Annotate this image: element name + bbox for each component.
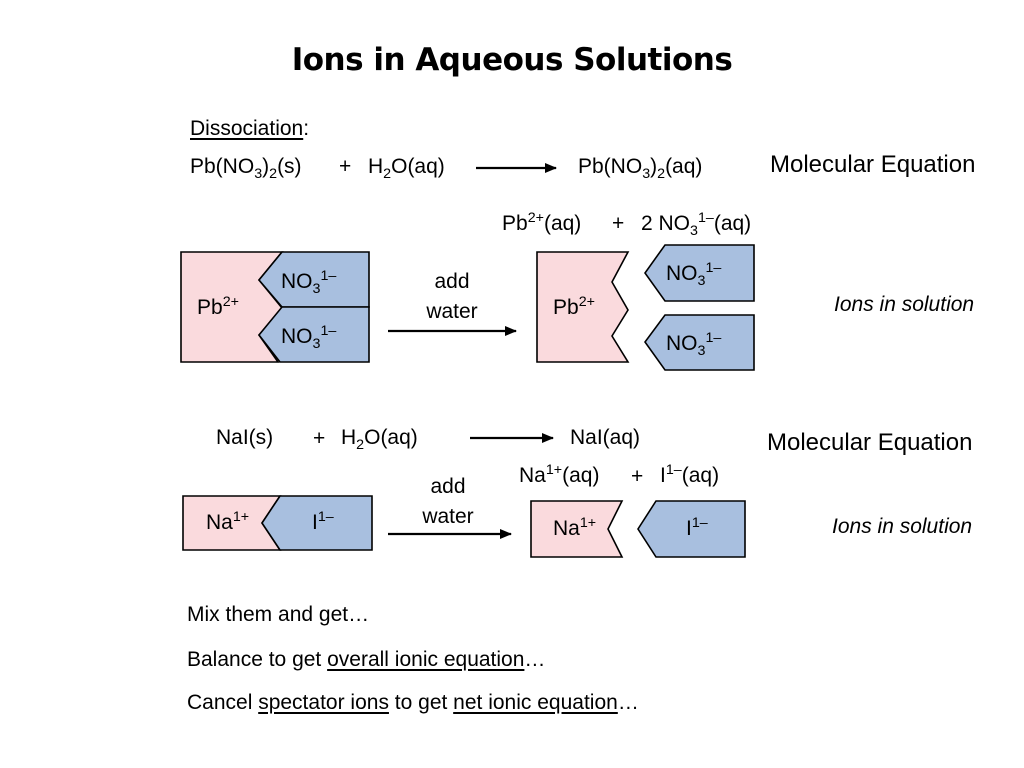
plus-sign: + bbox=[313, 427, 326, 450]
dissociation-heading: Dissociation: bbox=[190, 117, 310, 140]
product-lead-nitrate: Pb(NO3)2(aq) bbox=[578, 155, 703, 182]
product-sodium-iodide: NaI(aq) bbox=[570, 426, 641, 449]
cancel-step: Cancel spectator ions to get net ionic e… bbox=[187, 691, 639, 714]
na-ion-shape bbox=[530, 500, 624, 558]
na-ion-label: Na1+ bbox=[553, 515, 597, 540]
mix-step: Mix them and get… bbox=[187, 603, 370, 626]
iodide-ion-aq: I1–(aq) bbox=[660, 462, 720, 487]
lead-nitrate-solid bbox=[180, 251, 370, 363]
pb-ion-shape bbox=[536, 251, 630, 363]
na-cation-label: Na1+ bbox=[206, 509, 250, 534]
nitrate-ion-shape bbox=[644, 244, 755, 302]
add-water-label: add water bbox=[426, 270, 478, 323]
ions-in-solution-label: Ions in solution bbox=[832, 515, 973, 538]
nitrate-anion-label: NO31– bbox=[281, 268, 337, 297]
net-ionic-equation-term: net ionic equation bbox=[453, 691, 618, 714]
nitrate-ion-aq: 2 NO31–(aq) bbox=[641, 210, 752, 239]
add-water-label: add water bbox=[422, 475, 474, 528]
reactant-water: H2O(aq) bbox=[368, 155, 445, 182]
plus-sign: + bbox=[631, 465, 644, 488]
spectator-ions-term: spectator ions bbox=[258, 691, 389, 714]
pb-cation-label: Pb2+ bbox=[197, 294, 239, 319]
iodide-ion-shape bbox=[637, 500, 746, 558]
ions-in-solution-label: Ions in solution bbox=[834, 293, 975, 316]
iodide-ion-label: I1– bbox=[686, 515, 708, 540]
plus-sign: + bbox=[612, 212, 625, 235]
molecular-equation-label: Molecular Equation bbox=[770, 151, 976, 178]
nitrate-anion-label: NO31– bbox=[281, 323, 337, 352]
reactant-water: H2O(aq) bbox=[341, 426, 418, 453]
reactant-lead-nitrate: Pb(NO3)2(s) bbox=[190, 155, 302, 182]
pb-ion-label: Pb2+ bbox=[553, 294, 595, 319]
sodium-ion-aq: Na1+(aq) bbox=[519, 462, 600, 487]
reactant-sodium-iodide: NaI(s) bbox=[216, 426, 274, 449]
balance-step: Balance to get overall ionic equation… bbox=[187, 648, 546, 671]
iodide-anion-shape bbox=[261, 495, 373, 551]
lead-ion-aq: Pb2+(aq) bbox=[502, 210, 582, 235]
nitrate-ion-label: NO31– bbox=[666, 330, 722, 359]
iodide-anion-label: I1– bbox=[312, 509, 334, 534]
nitrate-anion-shape bbox=[257, 306, 370, 363]
nitrate-ion-label: NO31– bbox=[666, 260, 722, 289]
plus-sign: + bbox=[339, 155, 352, 178]
nitrate-ion-shape bbox=[644, 314, 755, 371]
molecular-equation-label: Molecular Equation bbox=[767, 429, 973, 456]
page-title: Ions in Aqueous Solutions bbox=[291, 42, 733, 78]
overall-ionic-equation-term: overall ionic equation bbox=[327, 648, 525, 671]
